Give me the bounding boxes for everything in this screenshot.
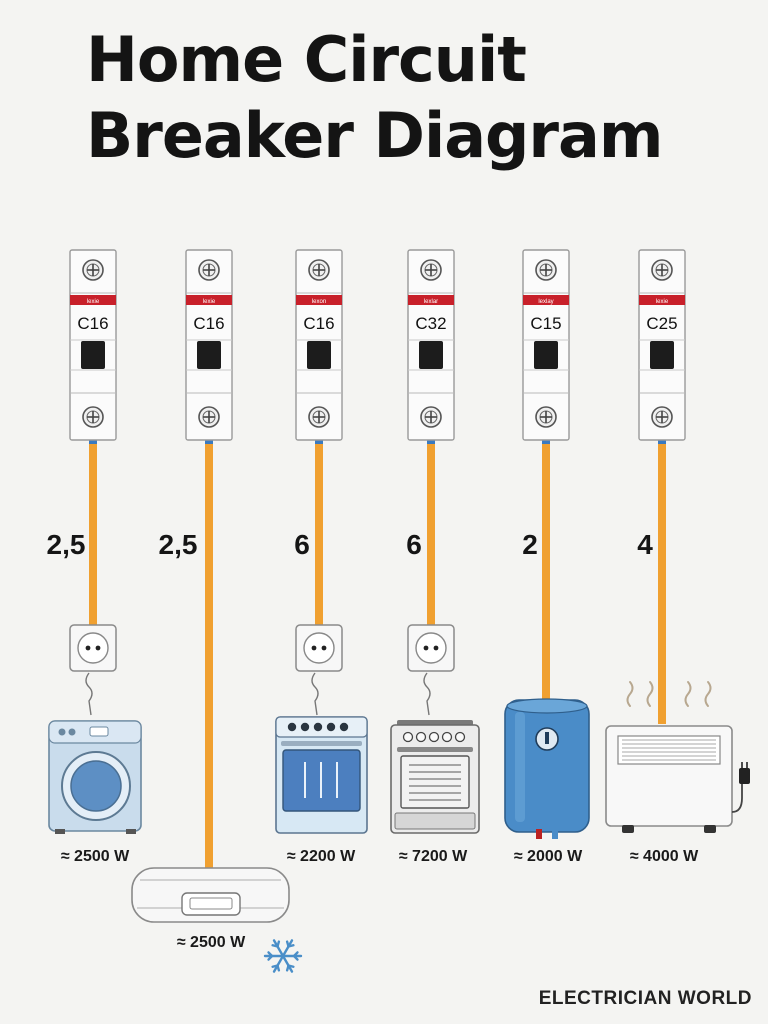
breaker-toggle [650, 341, 674, 369]
breaker-rating: C16 [77, 314, 108, 333]
wire-terminal [315, 438, 323, 444]
breaker-brand: lexlar [424, 299, 438, 305]
breaker-toggle [534, 341, 558, 369]
breaker-toggle [307, 341, 331, 369]
power-label: ≈ 2000 W [514, 848, 583, 865]
water-heater-icon [504, 698, 590, 839]
breaker-toggle [81, 341, 105, 369]
title-line-1: Home Circuit [86, 23, 527, 96]
socket-icon [69, 624, 117, 672]
power-cord [311, 672, 319, 716]
heater-icon [605, 681, 750, 833]
wire [542, 440, 550, 700]
breaker-stripe [70, 295, 116, 305]
cable-size-label: 4 [637, 529, 653, 560]
snowflake-icon [263, 939, 303, 973]
cable-size-label: 6 [294, 529, 310, 560]
breaker-stripe [523, 295, 569, 305]
wire [658, 440, 666, 724]
wire-terminal [205, 438, 213, 444]
breaker-rating: C16 [303, 314, 334, 333]
breaker-rating: C32 [415, 314, 446, 333]
breaker-toggle [197, 341, 221, 369]
socket-icon [295, 624, 343, 672]
cable-size-label: 2,5 [47, 529, 86, 560]
power-cord [85, 672, 93, 716]
wire [89, 440, 97, 625]
breaker-rating: C15 [530, 314, 561, 333]
stove-icon [390, 720, 480, 834]
wire-terminal [427, 438, 435, 444]
wire-terminal [542, 438, 550, 444]
power-label: ≈ 2500 W [177, 934, 246, 951]
breaker-stripe [186, 295, 232, 305]
breaker-brand: lexlay [538, 299, 553, 305]
cable-size-label: 2 [522, 529, 538, 560]
breaker-brand: lexon [312, 299, 326, 305]
breaker-rating: C16 [193, 314, 224, 333]
breaker-brand: lexie [656, 299, 669, 305]
socket-icon [407, 624, 455, 672]
breaker-stripe [408, 295, 454, 305]
power-label: ≈ 2200 W [287, 848, 356, 865]
washing-machine-icon [48, 720, 142, 834]
wire-terminal [89, 438, 97, 444]
power-label: ≈ 4000 W [630, 848, 699, 865]
oven-icon [275, 716, 368, 834]
air-conditioner-icon [131, 867, 290, 923]
breaker-stripe [639, 295, 685, 305]
wire-terminal [658, 438, 666, 444]
page-title: Home Circuit Breaker Diagram [86, 22, 746, 174]
cable-size-label: 2,5 [159, 529, 198, 560]
breaker-toggle [419, 341, 443, 369]
power-cord [423, 672, 431, 716]
power-label: ≈ 7200 W [399, 848, 468, 865]
wire [205, 440, 213, 868]
breaker-rating: C25 [646, 314, 677, 333]
breaker-brand: lexie [87, 299, 100, 305]
cable-size-label: 6 [406, 529, 422, 560]
power-label: ≈ 2500 W [61, 848, 130, 865]
title-line-2: Breaker Diagram [86, 99, 663, 172]
brand-footer: ELECTRICIAN WORLD [538, 988, 752, 1009]
wire [427, 440, 435, 625]
breaker-brand: lexie [203, 299, 216, 305]
wire [315, 440, 323, 625]
heat-waves-icon [626, 681, 712, 707]
breaker-stripe [296, 295, 342, 305]
